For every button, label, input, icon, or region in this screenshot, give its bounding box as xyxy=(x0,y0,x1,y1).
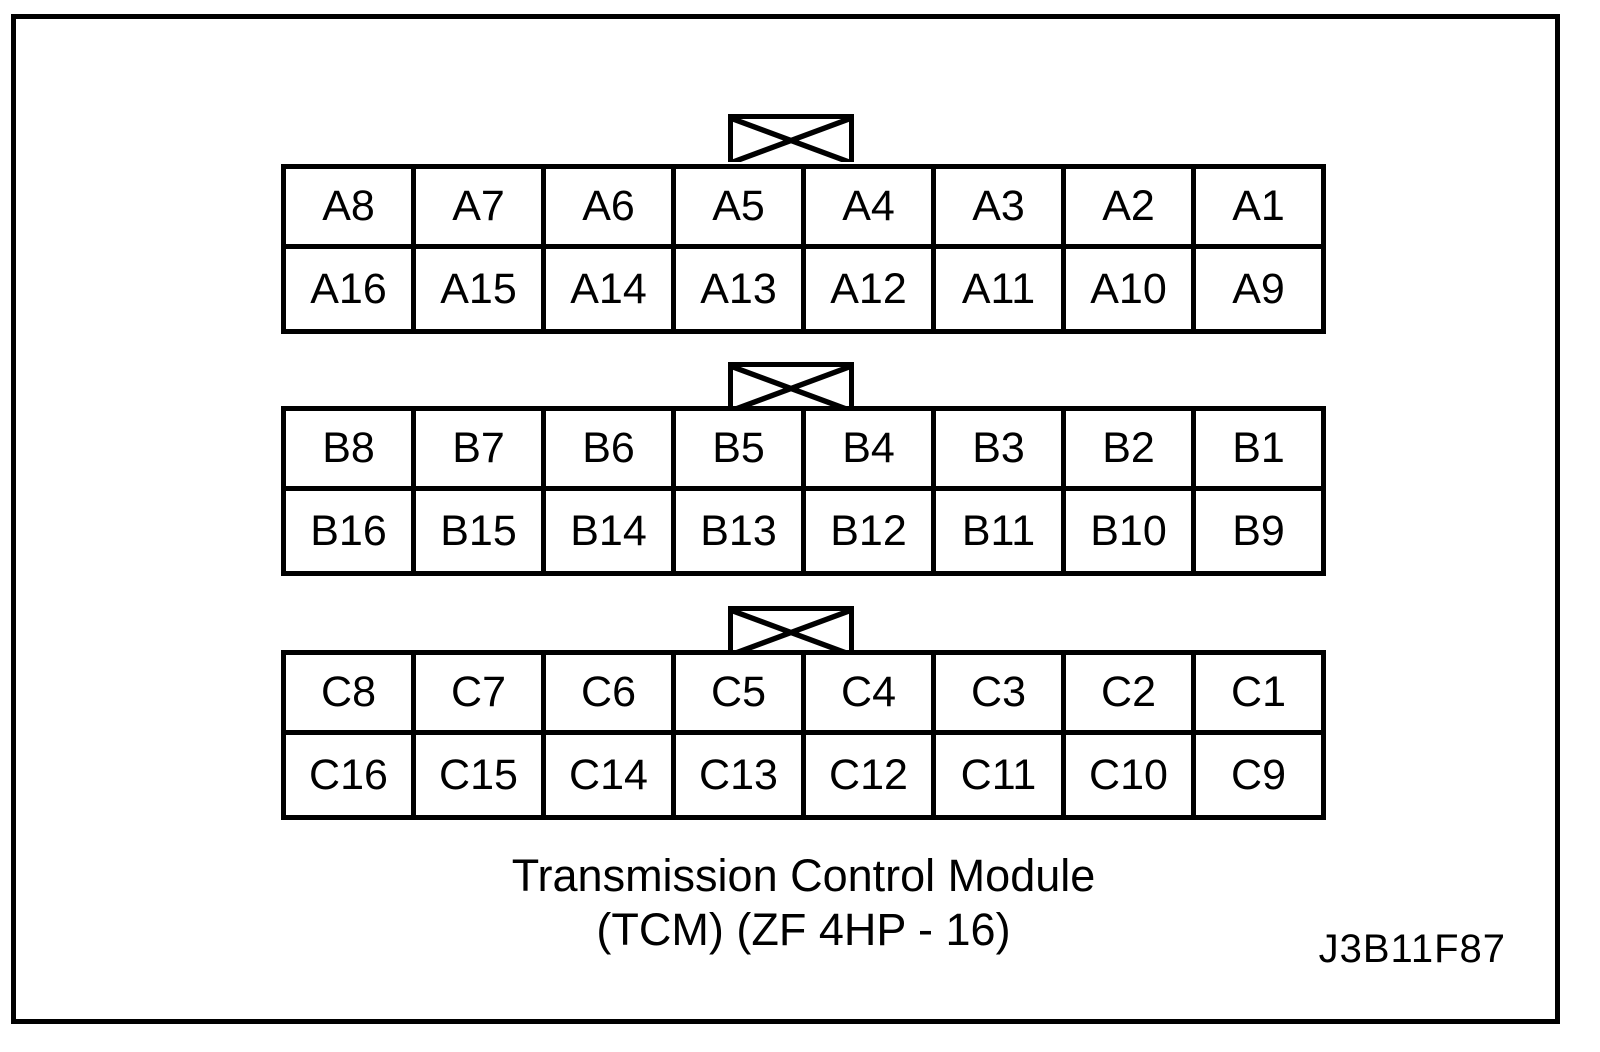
connector-b-row-bottom: B16 B15 B14 B13 B12 B11 B10 B9 xyxy=(286,491,1321,571)
pin-cell[interactable]: A4 xyxy=(806,169,936,244)
pin-cell[interactable]: B16 xyxy=(286,491,416,571)
pin-cell[interactable]: B10 xyxy=(1066,491,1196,571)
pin-cell[interactable]: B5 xyxy=(676,411,806,486)
pin-cell[interactable]: A16 xyxy=(286,249,416,329)
connector-a-row-bottom: A16 A15 A14 A13 A12 A11 A10 A9 xyxy=(286,249,1321,329)
keying-tab-x-icon xyxy=(733,367,849,410)
pin-cell[interactable]: C9 xyxy=(1196,735,1321,815)
pin-cell[interactable]: C4 xyxy=(806,655,936,730)
pin-cell[interactable]: B13 xyxy=(676,491,806,571)
pin-cell[interactable]: C11 xyxy=(936,735,1066,815)
pin-cell[interactable]: B12 xyxy=(806,491,936,571)
pin-cell[interactable]: B4 xyxy=(806,411,936,486)
connector-a-row-top: A8 A7 A6 A5 A4 A3 A2 A1 xyxy=(286,169,1321,249)
connector-b-block: B8 B7 B6 B5 B4 B3 B2 B1 B16 B15 B14 B13 … xyxy=(281,406,1326,576)
pin-cell[interactable]: B9 xyxy=(1196,491,1321,571)
pin-cell[interactable]: A2 xyxy=(1066,169,1196,244)
pin-cell[interactable]: B15 xyxy=(416,491,546,571)
pin-cell[interactable]: C16 xyxy=(286,735,416,815)
pin-cell[interactable]: C7 xyxy=(416,655,546,730)
caption-line-1: Transmission Control Module xyxy=(511,850,1096,901)
pin-cell[interactable]: A15 xyxy=(416,249,546,329)
pin-cell[interactable]: A12 xyxy=(806,249,936,329)
pin-cell[interactable]: C5 xyxy=(676,655,806,730)
pin-cell[interactable]: C10 xyxy=(1066,735,1196,815)
connector-b-keying-tab xyxy=(728,362,854,410)
pin-cell[interactable]: C15 xyxy=(416,735,546,815)
connector-c-row-bottom: C16 C15 C14 C13 C12 C11 C10 C9 xyxy=(286,735,1321,815)
pin-cell[interactable]: B1 xyxy=(1196,411,1321,486)
pin-cell[interactable]: A14 xyxy=(546,249,676,329)
pin-cell[interactable]: C12 xyxy=(806,735,936,815)
connector-c-row-top: C8 C7 C6 C5 C4 C3 C2 C1 xyxy=(286,655,1321,735)
pin-cell[interactable]: B3 xyxy=(936,411,1066,486)
pin-cell[interactable]: A13 xyxy=(676,249,806,329)
connector-c-keying-tab xyxy=(728,606,854,654)
connector-a-keying-tab xyxy=(728,114,854,162)
pin-cell[interactable]: A7 xyxy=(416,169,546,244)
pin-cell[interactable]: B6 xyxy=(546,411,676,486)
pin-cell[interactable]: C8 xyxy=(286,655,416,730)
pin-cell[interactable]: C14 xyxy=(546,735,676,815)
pin-cell[interactable]: A10 xyxy=(1066,249,1196,329)
pin-cell[interactable]: A8 xyxy=(286,169,416,244)
figure-reference-code: J3B11F87 xyxy=(1318,927,1506,971)
keying-tab-x-icon xyxy=(733,119,849,162)
pin-cell[interactable]: A1 xyxy=(1196,169,1321,244)
pin-cell[interactable]: C3 xyxy=(936,655,1066,730)
pin-cell[interactable]: C13 xyxy=(676,735,806,815)
figure-caption: Transmission Control Module (TCM) (ZF 4H… xyxy=(281,849,1326,957)
pin-cell[interactable]: B14 xyxy=(546,491,676,571)
caption-line-2: (TCM) (ZF 4HP - 16) xyxy=(596,904,1011,955)
pin-cell[interactable]: C2 xyxy=(1066,655,1196,730)
pin-cell[interactable]: C1 xyxy=(1196,655,1321,730)
pin-cell[interactable]: A3 xyxy=(936,169,1066,244)
pin-cell[interactable]: B8 xyxy=(286,411,416,486)
pin-cell[interactable]: B2 xyxy=(1066,411,1196,486)
connector-c-block: C8 C7 C6 C5 C4 C3 C2 C1 C16 C15 C14 C13 … xyxy=(281,650,1326,820)
pin-cell[interactable]: A5 xyxy=(676,169,806,244)
pin-cell[interactable]: A11 xyxy=(936,249,1066,329)
keying-tab-x-icon xyxy=(733,611,849,654)
connector-a-block: A8 A7 A6 A5 A4 A3 A2 A1 A16 A15 A14 A13 … xyxy=(281,164,1326,334)
pin-cell[interactable]: A9 xyxy=(1196,249,1321,329)
pin-cell[interactable]: C6 xyxy=(546,655,676,730)
pin-cell[interactable]: B7 xyxy=(416,411,546,486)
connector-b-row-top: B8 B7 B6 B5 B4 B3 B2 B1 xyxy=(286,411,1321,491)
pin-cell[interactable]: B11 xyxy=(936,491,1066,571)
pin-cell[interactable]: A6 xyxy=(546,169,676,244)
figure-outer-border: A8 A7 A6 A5 A4 A3 A2 A1 A16 A15 A14 A13 … xyxy=(11,14,1560,1024)
